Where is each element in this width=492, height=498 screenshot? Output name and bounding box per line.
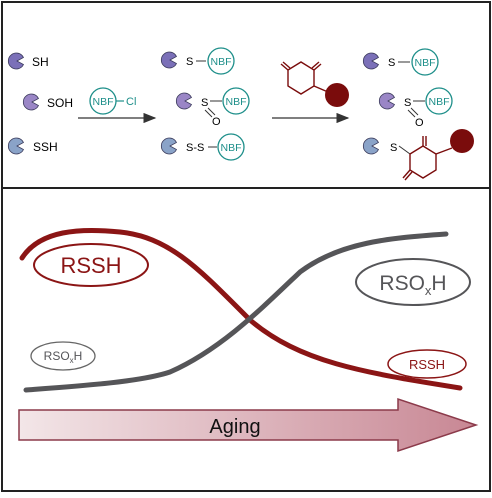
reactant-persulfide: SSH: [7, 137, 58, 155]
rsox-subscript: x: [70, 356, 74, 365]
bond-line: [407, 109, 416, 118]
rsox-label-right: RSOxH: [379, 272, 446, 298]
nbf-tag-icon: [411, 48, 439, 76]
nbf-tag-label: NBF: [429, 96, 450, 108]
reaction-scheme: SH SOH SSH NBF Cl S NBF S: [7, 47, 474, 181]
carbonyl-bond: [402, 169, 411, 179]
nbf-tag-label: NBF: [221, 142, 242, 154]
rsox-main: RSO: [44, 349, 70, 363]
nbf-tag-icon: [425, 87, 453, 115]
reactant-thiol: SH: [7, 52, 49, 70]
protein-pacman-icon: [7, 137, 25, 155]
dimedone-ring-icon: [287, 61, 315, 95]
reactant-label-ssh: SSH: [33, 140, 58, 154]
sulfur-label: S: [186, 56, 193, 68]
rsox-end: H: [74, 349, 83, 363]
rsox-curve: [23, 231, 449, 393]
carbonyl-bond: [280, 63, 289, 71]
carbonyl-bond: [311, 61, 320, 69]
reactant-label-sh: SH: [32, 55, 49, 69]
protein-pacman-icon: [175, 92, 193, 110]
protein-pacman-icon: [362, 137, 380, 155]
product-dimedone-adduct: S: [362, 129, 474, 181]
bond-line: [207, 107, 216, 116]
rssh-label-right: RSSH: [409, 357, 445, 372]
reactant-label-soh: SOH: [47, 96, 73, 110]
rssh-label-ellipse: [33, 243, 149, 287]
reagent-nbf-cl: NBF Cl: [89, 87, 136, 115]
oxygen-label: O: [415, 117, 424, 129]
protein-pacman-icon: [362, 52, 380, 70]
carbonyl-bond: [404, 171, 413, 181]
reagent-tag-label: NBF: [93, 96, 114, 108]
nbf-tag-icon: [217, 133, 245, 161]
rsox-main: RSO: [379, 272, 425, 295]
bond-line: [398, 145, 411, 155]
sulfur-label: S: [390, 142, 397, 154]
rsox-label-left: RSOxH: [44, 349, 83, 365]
nbf-tag-label: NBF: [211, 56, 232, 68]
protein-pacman-icon: [22, 93, 40, 111]
nbf-tag-icon: [222, 87, 250, 115]
intermediate-ss-nbf: S-S NBF: [160, 133, 245, 161]
protein-pacman-icon: [378, 92, 396, 110]
sulfur-label: S: [388, 57, 395, 69]
protein-pacman-icon: [160, 51, 178, 69]
oxygen-label: O: [212, 116, 221, 128]
product-so-nbf: S O NBF: [378, 87, 453, 129]
tag-ball-icon: [450, 129, 474, 153]
rssh-small-ellipse: [387, 349, 467, 379]
bond-line: [410, 107, 419, 116]
rssh-label-left: RSSH: [60, 253, 121, 278]
rsox-end: H: [431, 272, 446, 295]
product-s-nbf: S NBF: [362, 48, 439, 76]
reagent-dimedone-probe: [280, 61, 329, 95]
protein-pacman-icon: [160, 137, 178, 155]
rssh-curve: [19, 227, 463, 391]
linker-bond: [435, 147, 453, 155]
aging-label: Aging: [209, 416, 260, 438]
sulfur-label: S: [201, 97, 208, 109]
carbonyl-bond: [313, 63, 322, 71]
nbf-tag-icon: [207, 47, 235, 75]
tag-ball-icon: [325, 83, 349, 107]
reactant-sulfenic-acid: SOH: [22, 93, 73, 111]
intermediate-so-nbf: S O NBF: [175, 87, 250, 128]
disulfide-label: S-S: [186, 142, 204, 154]
protein-pacman-icon: [7, 52, 25, 70]
rsox-subscript: x: [425, 283, 432, 298]
aging-arrow: [18, 397, 479, 453]
sulfur-label: S: [404, 97, 411, 109]
rsox-label-ellipse: [355, 258, 471, 306]
bond-line: [204, 109, 213, 118]
intermediate-s-nbf: S NBF: [160, 47, 235, 75]
rsox-small-ellipse: [30, 341, 96, 371]
reagent-leaving-label: Cl: [126, 96, 136, 108]
dimedone-ring-icon: [409, 145, 437, 179]
carbonyl-bond: [282, 61, 291, 69]
trend-panel: RSSH RSOxH RSOxH RSSH Aging: [18, 227, 479, 453]
linker-bond: [313, 85, 329, 93]
nbf-tag-label: NBF: [415, 57, 436, 69]
nbf-tag-label: NBF: [226, 96, 247, 108]
